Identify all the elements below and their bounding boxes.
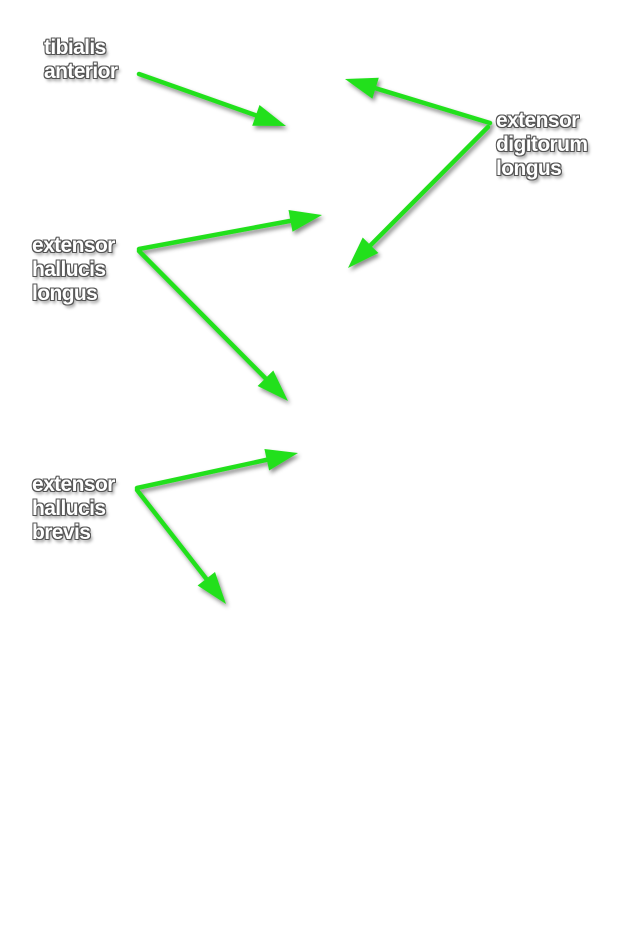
label-line: digitorum — [496, 133, 588, 156]
label-line: hallucis — [32, 497, 106, 520]
arrow-extensor-digitorum-lower — [348, 124, 491, 268]
arrow-shaft — [134, 457, 271, 491]
arrow-extensor-hallucis-l-upper — [136, 210, 322, 252]
arrow-shaft — [136, 248, 270, 382]
label-line: extensor — [32, 234, 115, 257]
arrow-head — [257, 370, 288, 401]
label-tibialis-anterior: tibialis anterior — [44, 36, 118, 84]
arrow-tibialis-anterior — [136, 71, 286, 126]
label-line: anterior — [44, 60, 118, 83]
arrow-shaft — [136, 218, 295, 252]
arrow-head — [252, 105, 286, 126]
label-line: brevis — [32, 521, 91, 544]
label-line: extensor — [496, 109, 579, 132]
arrow-head — [197, 572, 226, 604]
arrow-extensor-hallucis-b-upper — [134, 449, 298, 491]
label-extensor-hallucis-longus: extensor hallucis longus — [32, 234, 115, 306]
arrow-extensor-digitorum-upper — [345, 77, 493, 126]
arrow-head — [288, 210, 322, 232]
label-extensor-hallucis-brevis: extensor hallucis brevis — [32, 473, 115, 545]
label-line: hallucis — [32, 258, 106, 281]
arrow-head — [264, 449, 298, 471]
label-line: extensor — [32, 473, 115, 496]
arrow-extensor-hallucis-b-lower — [134, 487, 226, 604]
arrow-shaft — [134, 487, 210, 583]
label-line: longus — [496, 157, 562, 180]
arrow-shaft — [136, 71, 260, 119]
arrow-head — [348, 237, 379, 268]
arrow-head — [345, 77, 379, 99]
label-line: longus — [32, 282, 98, 305]
label-line: tibialis — [44, 36, 106, 59]
arrow-shaft — [371, 85, 493, 126]
arrow-shaft — [366, 124, 491, 249]
label-extensor-digitorum-longus: extensor digitorum longus — [496, 109, 588, 181]
arrow-extensor-hallucis-l-lower — [136, 248, 288, 401]
